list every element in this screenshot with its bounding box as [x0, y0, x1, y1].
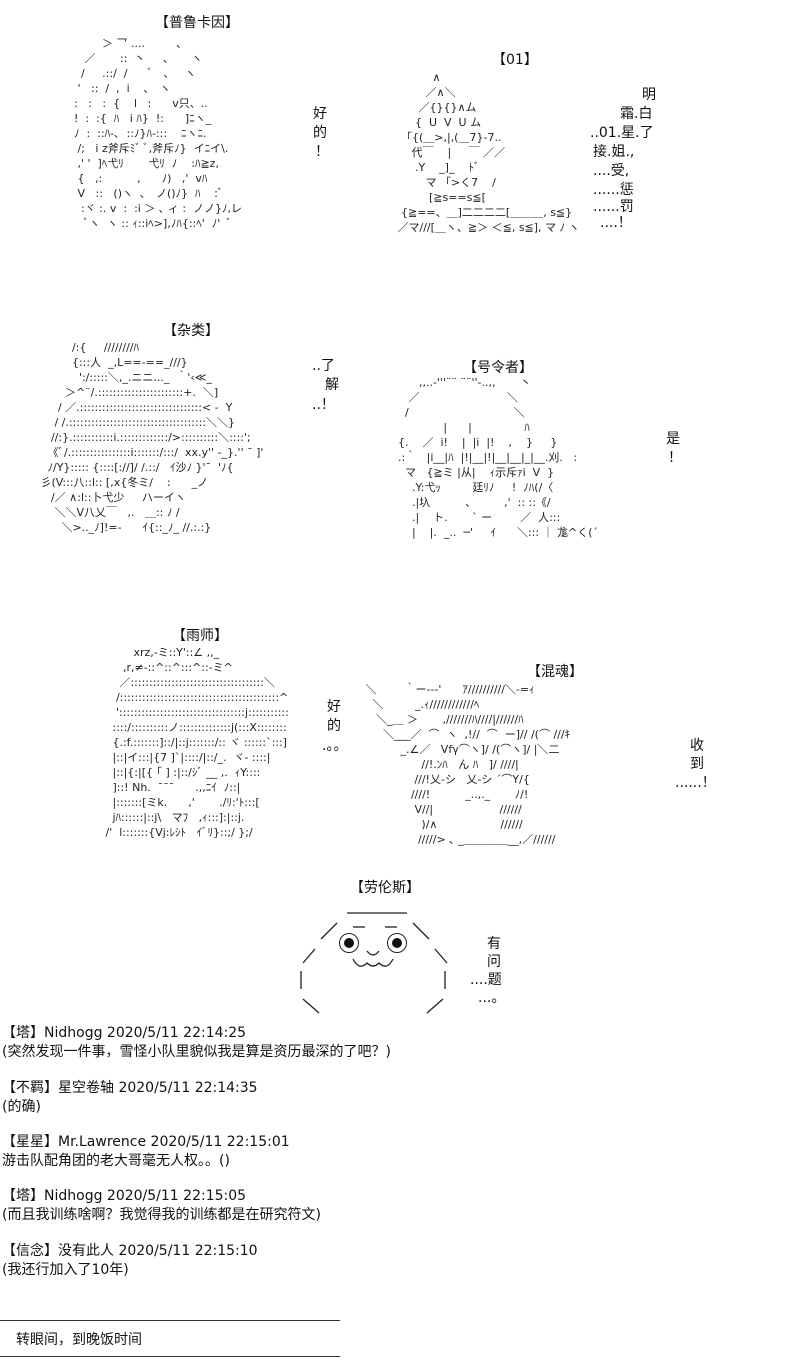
log-entry-5-header: 【信念】没有此人 2020/5/11 22:15:10	[2, 1242, 258, 1260]
unit01-label: 【01】	[492, 52, 538, 68]
mixsoul-label: 【混魂】	[527, 664, 583, 680]
mixsoul-speech-3: ......！	[675, 775, 716, 791]
log-time: 2020/5/11 22:15:10	[118, 1243, 258, 1259]
log-user: Nidhogg	[44, 1188, 103, 1204]
misc-speech-2: 解	[325, 377, 339, 393]
laurence-right-eye	[387, 933, 407, 953]
unit01-speech-7: ......罚	[593, 199, 634, 215]
log-entry-4-text: (而且我训练啥啊？我觉得我的训练都是在研究符文)	[2, 1207, 321, 1223]
unit01-art: ∧ ／∧＼ ／{}{}∧ム { U V U ム 「{(＿>,|,(＿7}-7..…	[397, 71, 580, 234]
log-tag: 【信念】	[2, 1243, 58, 1259]
unit01-speech-6: ......惩	[593, 182, 634, 198]
log-entry-1-text: (突然发现一件事，雪怪小队里貌似我是算是资历最深的了吧？)	[2, 1044, 391, 1060]
commander-speech-1: 是	[666, 431, 680, 447]
prussian-speech-1: 好	[313, 106, 327, 122]
log-time: 2020/5/11 22:15:01	[150, 1134, 290, 1150]
unit01-speech-1: 明	[642, 87, 656, 103]
narration: 转眼间，到晚饭时间	[16, 1332, 142, 1348]
laurence-speech-3: ....题	[470, 972, 502, 988]
mixsoul-art: ＼ ｀ー‐‐‐' ｱ//////////＼-=ｨ ＼ _.ｨ//////////…	[365, 683, 571, 846]
divider-bottom	[0, 1356, 340, 1357]
raindiv-speech-1: 好	[327, 699, 341, 715]
raindiv-label: 【雨师】	[172, 628, 228, 644]
prussian-speech-2: 的	[313, 125, 327, 141]
log-time: 2020/5/11 22:14:25	[106, 1025, 247, 1041]
mixsoul-speech-2: 到	[690, 756, 704, 772]
raindiv-art: xrz,-ミ::Y'::∠ ,,_ ,r,≠-::^::^:::^::-ミ^ ／…	[105, 646, 289, 839]
misc-art: /:{ ////////ﾊ {:::人 _,L==-==_///} ':/:::…	[40, 341, 264, 534]
log-user: 星空卷轴	[58, 1080, 114, 1096]
log-entry-3-header: 【星星】Mr.Lawrence 2020/5/11 22:15:01	[2, 1133, 290, 1151]
laurence-left-eye	[339, 933, 359, 953]
log-entry-2-header: 【不羁】星空卷轴 2020/5/11 22:14:35	[2, 1079, 258, 1097]
log-entry-2-text: (的确)	[2, 1099, 41, 1115]
log-tag: 【不羁】	[2, 1080, 58, 1096]
log-entry-4-header: 【塔】Nidhogg 2020/5/11 22:15:05	[2, 1187, 246, 1205]
unit01-speech-5: ....受,	[593, 163, 630, 179]
log-user: 没有此人	[58, 1243, 114, 1259]
prussian-speech-3: ！	[315, 144, 329, 160]
unit01-speech-3: ..01.星.了	[590, 125, 654, 141]
log-entry-1-header: 【塔】Nidhogg 2020/5/11 22:14:25	[2, 1024, 246, 1042]
log-time: 2020/5/11 22:15:05	[106, 1188, 247, 1204]
mixsoul-speech-1: 收	[690, 738, 704, 754]
laurence-speech-4: ...。	[478, 990, 506, 1006]
laurence-speech-1: 有	[487, 936, 501, 952]
misc-label: 【杂类】	[163, 323, 219, 339]
log-time: 2020/5/11 22:14:35	[118, 1080, 258, 1096]
unit01-speech-4: 接.姐.,	[593, 144, 635, 160]
raindiv-speech-3: .。。	[322, 738, 348, 754]
divider-top	[0, 1320, 340, 1321]
laurence-art	[295, 905, 455, 1025]
laurence-label: 【劳伦斯】	[350, 880, 420, 896]
prussian-art: ＞ 乛 .... ､ ／ :: 丶 、 ヽ / .::/ / ﾞ 、 ヽ ' :…	[73, 37, 243, 230]
misc-speech-3: ..！	[312, 397, 335, 413]
commander-art: ,,..-'''¨¨ ¨¨''-..,, 丶 ／ ＼ / ＼ | | ﾊ {. …	[397, 376, 599, 539]
log-user: Nidhogg	[44, 1025, 103, 1041]
prussian-label: 【普鲁卡因】	[155, 15, 239, 31]
laurence-face-outline	[300, 912, 448, 1014]
commander-speech-2: ！	[668, 450, 682, 466]
log-entry-5-text: (我还行加入了10年)	[2, 1262, 129, 1278]
log-entry-3-text: 游击队配角团的老大哥毫无人权。。()	[2, 1153, 230, 1169]
unit01-speech-2: 霜.白	[620, 106, 653, 122]
misc-speech-1: ..了	[312, 358, 335, 374]
log-tag: 【塔】	[2, 1025, 44, 1041]
unit01-speech-8: ....！	[600, 215, 632, 231]
log-tag: 【塔】	[2, 1188, 44, 1204]
raindiv-speech-2: 的	[327, 718, 341, 734]
laurence-speech-2: 问	[487, 954, 501, 970]
commander-label: 【号令者】	[463, 360, 533, 376]
log-user: Mr.Lawrence	[58, 1134, 147, 1150]
log-tag: 【星星】	[2, 1134, 58, 1150]
